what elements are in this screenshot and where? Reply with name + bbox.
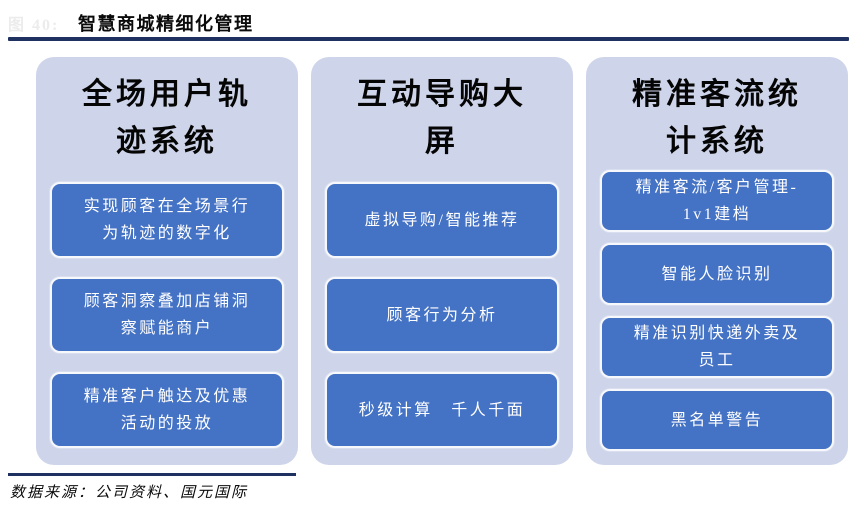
- diagram-node: 顾客洞察叠加店铺洞 察赋能商户: [50, 277, 284, 353]
- diagram-node: 智能人脸识别: [600, 243, 834, 305]
- panel-interactive-guide: 互动导购大 屏 虚拟导购/智能推荐 顾客行为分析 秒级计算 千人千面: [311, 57, 573, 465]
- diagram-node: 顾客行为分析: [325, 277, 559, 353]
- diagram-node: 黑名单警告: [600, 389, 834, 451]
- panel-items: 精准客流/客户管理- 1v1建档 智能人脸识别 精准识别快递外卖及 员工 黑名单…: [600, 169, 834, 451]
- diagram-node: 精准客流/客户管理- 1v1建档: [600, 170, 834, 232]
- header: 图 40: 智慧商城精细化管理: [8, 10, 854, 36]
- panel-title: 互动导购大 屏: [357, 78, 527, 158]
- diagram-node: 实现顾客在全场景行 为轨迹的数字化: [50, 182, 284, 258]
- diagram-node: 虚拟导购/智能推荐: [325, 182, 559, 258]
- columns-container: 全场用户轨 迹系统 实现顾客在全场景行 为轨迹的数字化 顾客洞察叠加店铺洞 察赋…: [36, 57, 848, 465]
- panel-items: 实现顾客在全场景行 为轨迹的数字化 顾客洞察叠加店铺洞 察赋能商户 精准客户触达…: [50, 177, 284, 451]
- diagram-node: 精准识别快递外卖及 员工: [600, 316, 834, 378]
- panel-title: 精准客流统 计系统: [632, 78, 802, 158]
- page-title: 智慧商城精细化管理: [78, 14, 254, 34]
- figure-number-faint-label: 图 40:: [8, 17, 60, 34]
- data-source-note: 数据来源：公司资料、国元国际: [10, 485, 249, 501]
- panel-title: 全场用户轨 迹系统: [82, 78, 252, 158]
- panel-user-trajectory: 全场用户轨 迹系统 实现顾客在全场景行 为轨迹的数字化 顾客洞察叠加店铺洞 察赋…: [36, 57, 298, 465]
- panel-items: 虚拟导购/智能推荐 顾客行为分析 秒级计算 千人千面: [325, 177, 559, 451]
- panel-traffic-statistics: 精准客流统 计系统 精准客流/客户管理- 1v1建档 智能人脸识别 精准识别快递…: [586, 57, 848, 465]
- top-divider-rule: [8, 37, 849, 41]
- bottom-divider-rule: [8, 473, 296, 476]
- diagram-node: 精准客户触达及优惠 活动的投放: [50, 372, 284, 448]
- diagram-node: 秒级计算 千人千面: [325, 372, 559, 448]
